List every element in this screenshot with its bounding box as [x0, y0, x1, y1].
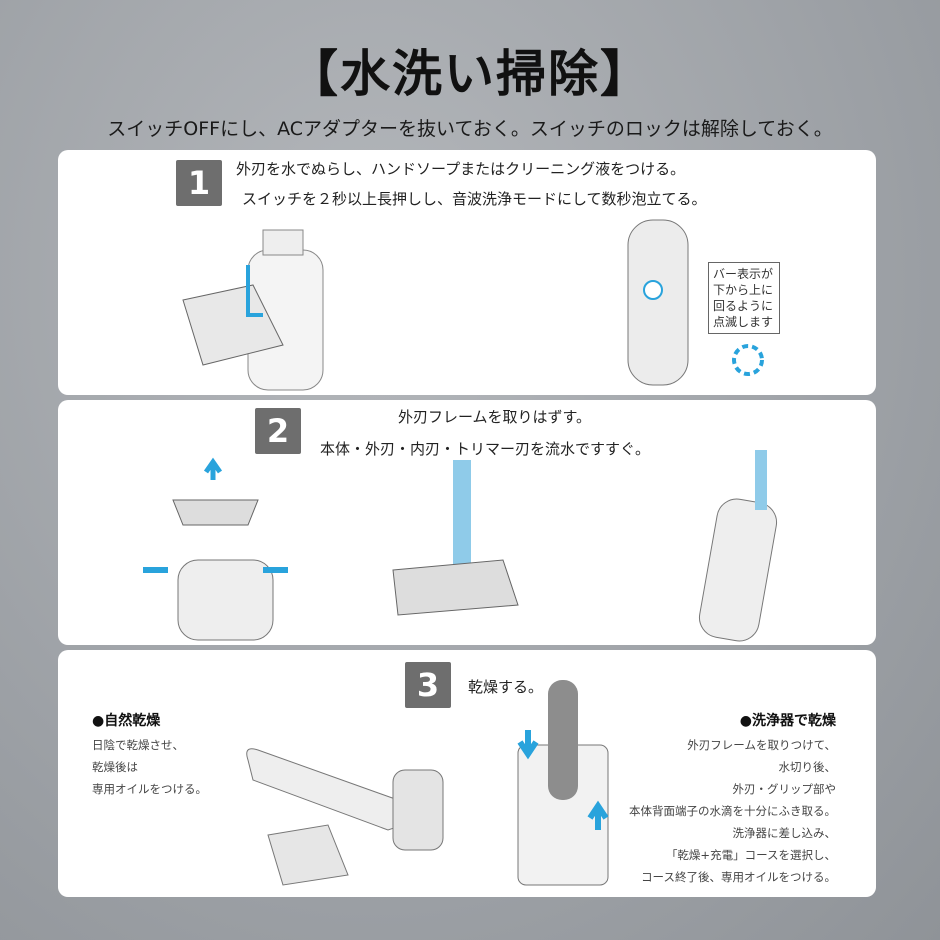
cleaner-dry-text: 外刃フレームを取りつけて、: [687, 738, 836, 752]
cleaner-dry-text: コース終了後、専用オイルをつける。: [641, 870, 836, 884]
step-text: 外刃フレームを取りはずす。: [398, 408, 592, 426]
step-number-badge: 3: [405, 662, 451, 708]
natural-dry-text: 専用オイルをつける。: [92, 782, 207, 796]
step-3-panel: 3 乾燥する。 ●自然乾燥 日陰で乾燥させ、 乾燥後は 専用オイルをつける。 ●…: [58, 650, 876, 897]
shaver-soap-illustration: [182, 219, 764, 391]
drying-illustration: [246, 680, 609, 886]
cleaner-dry-text: 水切り後、: [778, 760, 837, 774]
cleaner-dry-heading: ●洗浄器で乾燥: [739, 713, 836, 729]
step-text: 外刃を水でぬらし、ハンドソープまたはクリーニング液をつける。: [236, 160, 686, 178]
natural-dry-text: 日陰で乾燥させ、: [92, 738, 184, 752]
natural-dry-text: 乾燥後は: [92, 760, 138, 774]
step-text: 乾燥する。: [468, 678, 544, 696]
cleaner-dry-text: 洗浄器に差し込み、: [732, 826, 837, 840]
step-number-badge: 1: [176, 160, 222, 206]
blink-note: バー表示が下から上に回るように点滅します: [708, 262, 780, 334]
step-number-badge: 2: [255, 408, 301, 454]
step-1-panel: 1 外刃を水でぬらし、ハンドソープまたはクリーニング液をつける。 スイッチを２秒…: [58, 150, 876, 395]
cleaner-dry-section: ●洗浄器で乾燥 外刃フレームを取りつけて、 水切り後、 外刃・グリップ部や 本体…: [629, 710, 836, 888]
step-2-panel: 2 外刃フレームを取りはずす。 本体・外刃・内刃・トリマー刃を流水ですすぐ。: [58, 400, 876, 645]
cleaner-dry-text: 外刃・グリップ部や: [732, 782, 837, 796]
subtitle: スイッチOFFにし、ACアダプターを抜いておく。スイッチのロックは解除しておく。: [107, 118, 833, 140]
step-text: 本体・外刃・内刃・トリマー刃を流水ですすぐ。: [320, 440, 651, 458]
cleaner-dry-text: 「乾燥+充電」コースを選択し、: [665, 848, 836, 862]
step-text: スイッチを２秒以上長押しし、音波洗浄モードにして数秒泡立てる。: [242, 190, 707, 208]
page-title: 【水洗い掃除】: [288, 45, 652, 103]
rinse-illustration: [143, 450, 778, 642]
natural-dry-heading: ●自然乾燥: [92, 713, 161, 729]
cleaner-dry-text: 本体背面端子の水滴を十分にふき取る。: [629, 804, 836, 818]
